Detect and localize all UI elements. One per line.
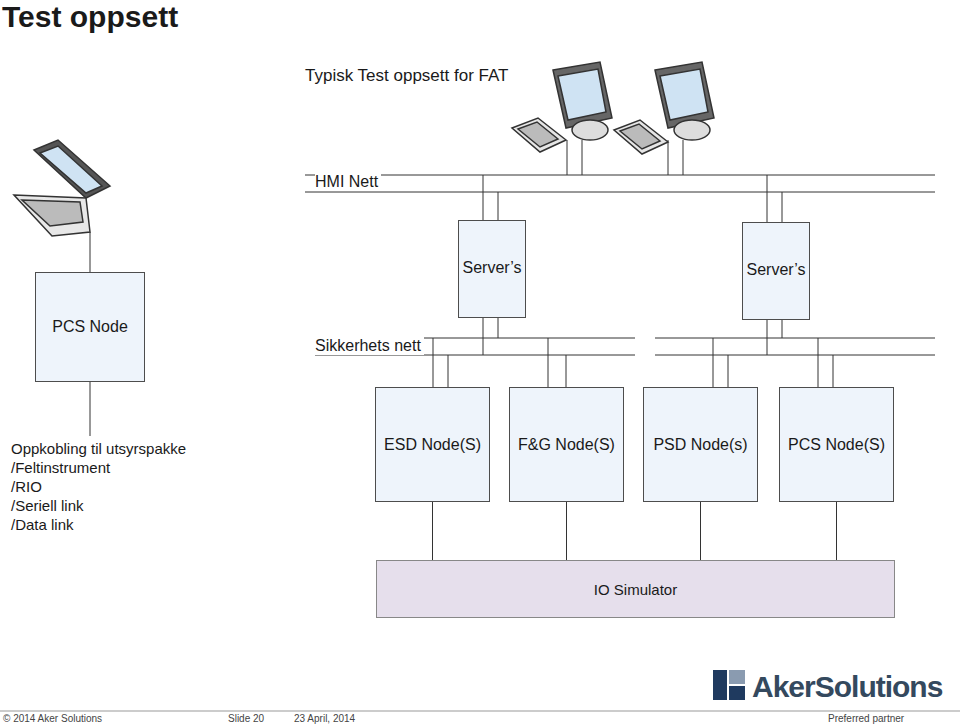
node-label: PSD Node(s) (653, 436, 747, 454)
io-link (566, 502, 567, 560)
io-link (700, 502, 701, 560)
node-label: Server’s (463, 259, 522, 277)
node-box: ESD Node(S) (375, 387, 490, 502)
server-box: Server’s (458, 220, 527, 318)
node-label: IO Simulator (594, 581, 677, 598)
diagram-label: HMI Nett (315, 173, 381, 191)
node-box: PCS Node (35, 272, 145, 382)
node-box: F&G Node(S) (509, 387, 624, 502)
footer-text: © 2014 Aker Solutions (3, 713, 102, 724)
diagram-label: /RIO (11, 478, 42, 495)
server-box: Server’s (742, 222, 811, 320)
diagram-label: Sikkerhets nett (315, 337, 424, 355)
footer-text: Slide 20 (228, 713, 264, 724)
slide-title: Test oppsett (2, 0, 178, 34)
footer-text: Preferred partner (828, 713, 904, 724)
diagram-label: /Seriell link (11, 497, 84, 514)
diagram-label: Typisk Test oppsett for FAT (305, 66, 508, 86)
node-label: F&G Node(S) (518, 436, 615, 454)
company-logo: AkerSolutions (752, 670, 942, 704)
node-label: PCS Node (52, 318, 128, 336)
node-label: Server’s (747, 261, 806, 279)
node-box: PCS Node(S) (779, 387, 894, 502)
io-link (432, 502, 433, 560)
io-link (836, 502, 837, 560)
footer-text: 23 April, 2014 (294, 713, 355, 724)
node-label: ESD Node(S) (384, 436, 481, 454)
diagram-label: /Feltinstrument (11, 459, 110, 476)
node-box: PSD Node(s) (643, 387, 758, 502)
diagram-label: /Data link (11, 516, 74, 533)
node-label: PCS Node(S) (788, 436, 885, 454)
diagram-label: Oppkobling til utsyrspakke (11, 440, 186, 457)
simulator-band: IO Simulator (376, 560, 895, 618)
